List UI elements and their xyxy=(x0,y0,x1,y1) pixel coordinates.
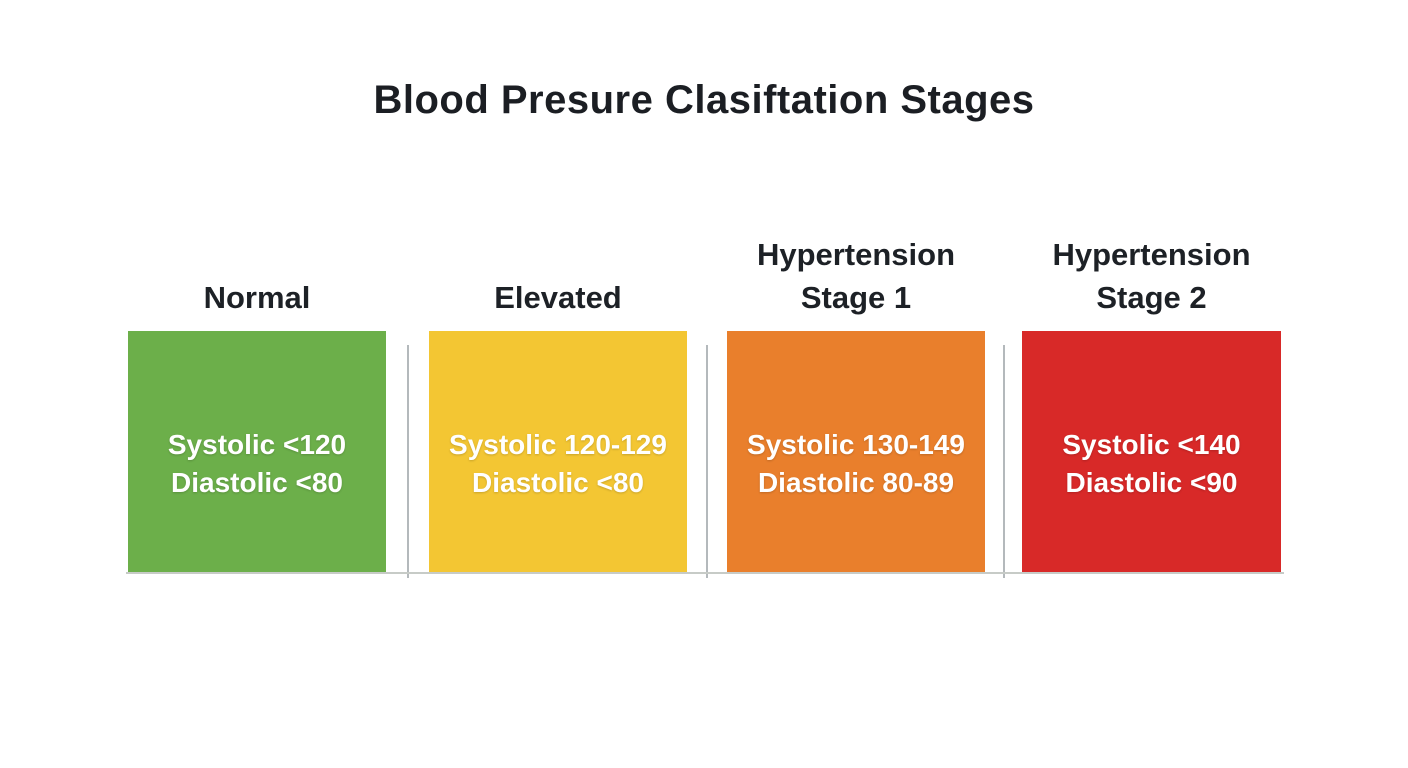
stage-header-label-line1: Hypertension xyxy=(756,237,956,272)
systolic-value: Systolic <120 xyxy=(167,428,347,460)
stage-header-hypertension-stage-2: Hypertension Stage 2 xyxy=(1022,210,1281,331)
diastolic-value: Diastolic 80-89 xyxy=(757,466,955,498)
page-title: Blood Presure Clasiftation Stages xyxy=(373,78,1035,122)
stage-block-elevated: Systolic 120-129 Diastolic <80 xyxy=(429,331,687,572)
stage-header-label-line2: Stage 2 xyxy=(1096,280,1207,315)
diastolic-value: Diastolic <80 xyxy=(171,466,343,498)
stage-block-normal: Systolic <120 Diastolic <80 xyxy=(128,331,386,572)
row-baseline xyxy=(126,572,1284,574)
stage-header-normal: Normal xyxy=(128,210,386,331)
stage-header-elevated: Elevated xyxy=(429,210,687,331)
systolic-value: Systolic 120-129 xyxy=(449,428,667,460)
column-divider xyxy=(706,345,708,578)
stage-column-elevated: Elevated Systolic 120-129 Diastolic <80 xyxy=(429,210,687,572)
stage-header-label: Normal xyxy=(203,280,311,315)
stage-column-normal: Normal Systolic <120 Diastolic <80 xyxy=(128,210,386,572)
stage-header-label: Elevated xyxy=(494,280,622,315)
stage-block-hypertension-stage-1: Systolic 130-149 Diastolic 80-89 xyxy=(727,331,985,572)
stage-column-hypertension-stage-2: Hypertension Stage 2 Systolic <140 Diast… xyxy=(1022,210,1281,572)
stage-column-hypertension-stage-1: Hypertension Stage 1 Systolic 130-149 Di… xyxy=(727,210,985,572)
stage-block-hypertension-stage-2: Systolic <140 Diastolic <90 xyxy=(1022,331,1281,572)
diastolic-value: Diastolic <90 xyxy=(1065,466,1238,498)
stage-header-hypertension-stage-1: Hypertension Stage 1 xyxy=(727,210,985,331)
systolic-value: Systolic 130-149 xyxy=(747,428,965,460)
stage-header-label-line2: Stage 1 xyxy=(800,280,912,315)
stage-header-label-line1: Hypertension xyxy=(1052,237,1251,272)
column-divider xyxy=(1003,345,1005,578)
diastolic-value: Diastolic <80 xyxy=(472,466,644,498)
systolic-value: Systolic <140 xyxy=(1062,428,1241,460)
column-divider xyxy=(407,345,409,578)
